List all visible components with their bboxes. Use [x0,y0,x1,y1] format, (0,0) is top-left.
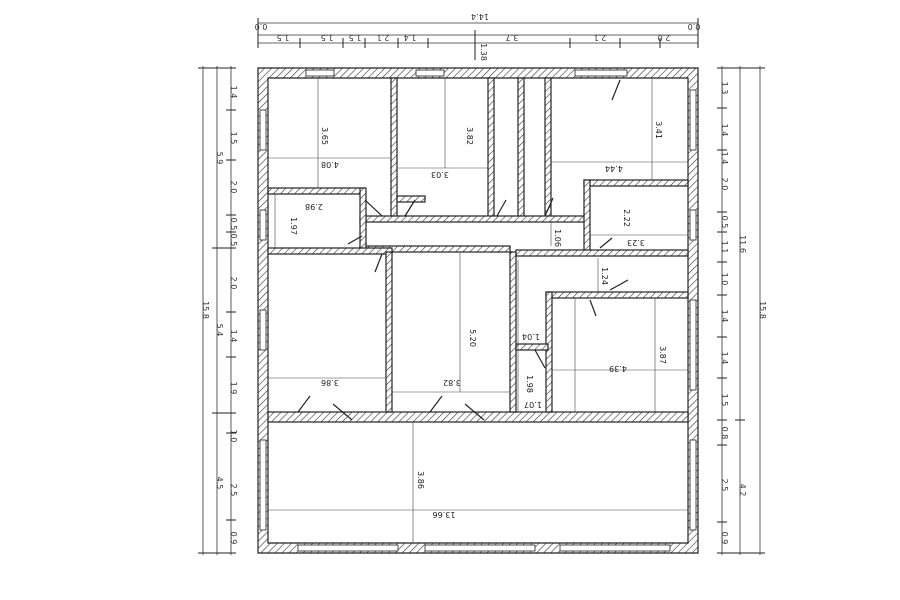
right-seg-7: 1.0 [720,273,729,286]
room-guides [268,78,688,543]
room-3-height: 3.41 [654,121,663,139]
right-total: 15.8 [758,301,767,319]
room-5-height: 2.22 [622,209,631,227]
right-seg-10: 1.5 [720,394,729,407]
top-seg-1: 1.5 [277,33,290,42]
left-seg-10: 2.5 [229,484,238,497]
left-seg-1: 1.4 [229,86,238,99]
right-seg-5: 0.5 [720,216,729,229]
left-seg-8: 1.9 [229,382,238,395]
left-seg-9: 1.0 [229,430,238,443]
doors [297,79,629,421]
room-1-height: 3.65 [320,127,329,145]
left-seg-7: 1.4 [229,330,238,343]
corridor-width: 1.06 [553,229,562,247]
left-seg-4: 0.5 [229,218,238,231]
right-seg-4: 2.0 [720,178,729,191]
left-seg-6: 2.0 [229,277,238,290]
left-seg-11: 0.9 [229,532,238,545]
left-total: 15.8 [201,301,210,319]
left-group-3: 4.5 [215,477,224,490]
right-seg-6: 1.1 [720,241,729,254]
room-11-height: 3.87 [658,346,667,364]
room-3-width: 4.44 [605,164,623,173]
right-seg-8: 1.4 [720,310,729,323]
right-group-1: 11.6 [738,235,747,253]
room-4-width: 2.98 [305,202,323,211]
room-9-size: 1.04 [522,332,540,341]
left-dimension-chain: 15.8 5.9 5.4 4.5 1.4 1.5 2.0 0.5 0.5 2.0… [198,66,238,555]
left-seg-5: 0.5 [229,234,238,247]
right-seg-12: 2.5 [720,479,729,492]
top-seg-5: 1.4 [404,33,417,42]
right-seg-1: 1.3 [720,82,729,95]
room-7-width: 3.86 [321,378,339,387]
room-2-width: 3.03 [431,170,449,179]
right-seg-9: 1.4 [720,352,729,365]
left-seg-2: 1.5 [229,132,238,145]
top-seg-7: 2.1 [594,33,607,42]
top-seg-2: 1.5 [321,33,334,42]
windows [259,69,697,552]
top-end-left: 0.0 [255,22,268,31]
right-seg-3: 1.4 [720,152,729,165]
left-seg-3: 2.0 [229,181,238,194]
right-seg-2: 1.4 [720,124,729,137]
room-8-height: 5.20 [468,329,477,347]
room-8-width: 3.82 [443,378,461,387]
top-dimension-chain: 14.4 0.0 0.0 1.5 1.5 1.5 2.1 1.4 3.7 2.1… [255,12,701,61]
top-seg-6: 3.7 [506,33,519,42]
room-6-size: 1.24 [600,267,609,285]
room-5-width: 3.23 [627,238,645,247]
left-group-2: 5.4 [215,324,224,337]
top-seg-8: 2.0 [658,33,671,42]
room-11-width: 4.39 [609,364,627,373]
right-dimension-chain: 15.8 11.6 4.2 1.3 1.4 1.4 2.0 0.5 1.1 1.… [717,66,767,555]
right-seg-13: 0.9 [720,532,729,545]
room-4-height: 1.97 [289,217,298,235]
top-total: 14.4 [471,12,489,21]
left-group-1: 5.9 [215,152,224,165]
room-1-width: 4.08 [321,160,339,169]
room-dimension-labels: 3.65 4.08 3.82 3.03 3.41 4.44 1.97 2.98 … [289,121,667,519]
room-10-width: 1.07 [524,400,542,409]
top-seg-3: 1.5 [349,33,362,42]
interior-walls [267,77,689,423]
hall-width: 13.66 [433,510,456,519]
top-center-offset: 1.38 [479,43,488,61]
right-group-2: 4.2 [738,484,747,497]
room-10-height: 1.98 [525,375,534,393]
right-seg-11: 0.8 [720,427,729,440]
top-seg-4: 2.1 [377,33,390,42]
room-2-height: 3.82 [465,127,474,145]
hall-height: 3.86 [416,471,425,489]
top-end-right: 0.0 [688,22,701,31]
